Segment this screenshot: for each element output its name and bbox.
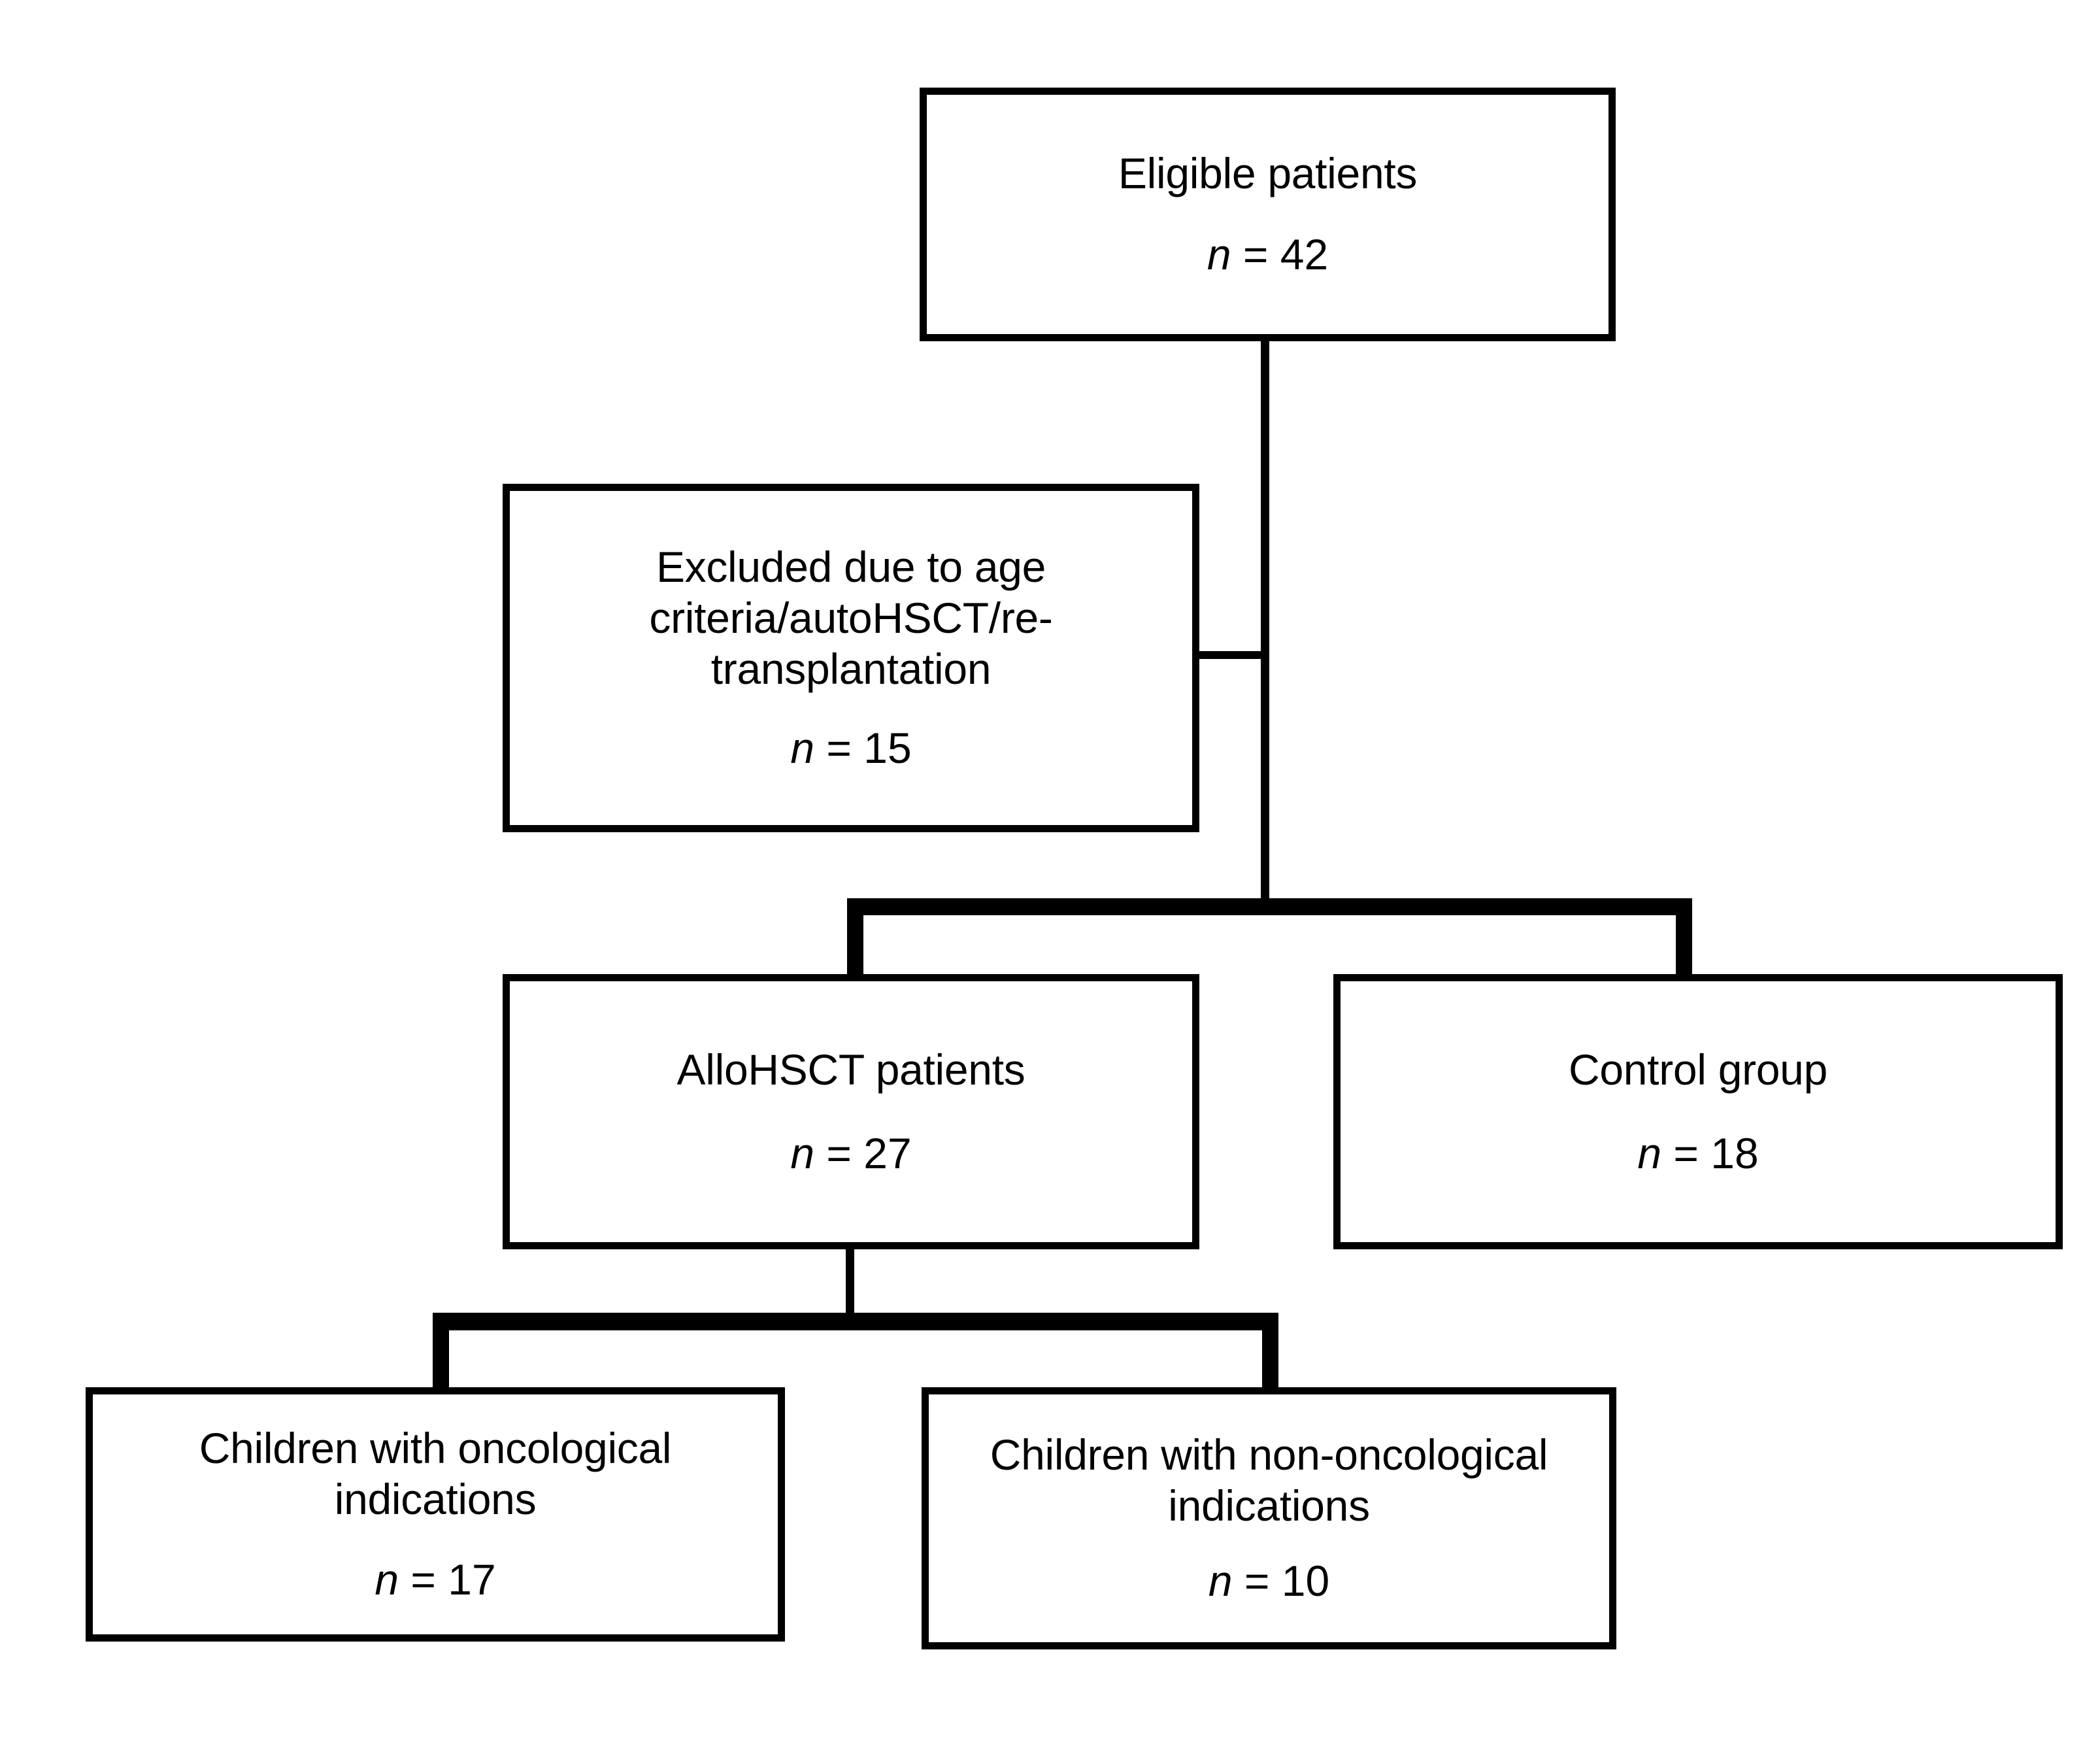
connector-drop-to-non-oncological bbox=[1262, 1313, 1278, 1390]
count-operator: = bbox=[1231, 230, 1280, 278]
node-excluded-patients: Excluded due to age criteria/autoHSCT/re… bbox=[503, 484, 1199, 832]
count-symbol-n: n bbox=[1637, 1128, 1662, 1177]
count-symbol-n: n bbox=[375, 1555, 399, 1604]
count-value: 27 bbox=[863, 1128, 912, 1177]
count-symbol-n: n bbox=[790, 724, 815, 773]
node-control-group-label: Control group bbox=[1569, 1045, 1827, 1094]
node-excluded-patients-count: n = 15 bbox=[790, 723, 911, 774]
node-children-non-oncological-label: Children with non-oncological indication… bbox=[990, 1430, 1548, 1530]
node-children-oncological-label: Children with oncological indications bbox=[199, 1423, 672, 1523]
connector-allohsct-to-split bbox=[846, 1249, 854, 1314]
node-allohsct-patients: AlloHSCT patients n = 27 bbox=[503, 974, 1199, 1249]
count-operator: = bbox=[399, 1555, 448, 1604]
node-eligible-patients-count: n = 42 bbox=[1207, 229, 1328, 280]
count-operator: = bbox=[1232, 1557, 1282, 1606]
count-operator: = bbox=[1661, 1128, 1711, 1177]
count-value: 17 bbox=[448, 1555, 496, 1604]
node-control-group: Control group n = 18 bbox=[1333, 974, 2063, 1249]
connector-drop-to-allohsct bbox=[847, 898, 863, 975]
connector-drop-to-oncological bbox=[433, 1313, 449, 1390]
count-symbol-n: n bbox=[1208, 1557, 1233, 1606]
connector-split-bar-upper bbox=[847, 898, 1692, 915]
node-eligible-patients-label: Eligible patients bbox=[1118, 149, 1418, 198]
node-control-group-count: n = 18 bbox=[1637, 1128, 1758, 1179]
connector-eligible-to-split bbox=[1261, 341, 1269, 903]
node-children-oncological-count: n = 17 bbox=[375, 1555, 495, 1606]
node-children-non-oncological-count: n = 10 bbox=[1208, 1556, 1329, 1607]
node-children-oncological: Children with oncological indications n … bbox=[86, 1387, 785, 1642]
count-value: 18 bbox=[1710, 1128, 1759, 1177]
count-operator: = bbox=[814, 724, 864, 773]
node-children-non-oncological: Children with non-oncological indication… bbox=[922, 1387, 1616, 1649]
node-allohsct-patients-label: AlloHSCT patients bbox=[676, 1045, 1025, 1094]
count-symbol-n: n bbox=[790, 1128, 815, 1177]
count-value: 42 bbox=[1280, 230, 1329, 278]
node-allohsct-patients-count: n = 27 bbox=[790, 1128, 911, 1179]
count-value: 15 bbox=[863, 724, 912, 773]
count-symbol-n: n bbox=[1207, 230, 1231, 278]
connector-drop-to-control-group bbox=[1676, 898, 1692, 975]
count-value: 10 bbox=[1281, 1557, 1330, 1606]
count-operator: = bbox=[814, 1128, 864, 1177]
node-eligible-patients: Eligible patients n = 42 bbox=[920, 88, 1616, 341]
connector-spine-to-excluded bbox=[1199, 651, 1264, 659]
connector-split-bar-lower bbox=[433, 1313, 1278, 1330]
node-excluded-patients-label: Excluded due to age criteria/autoHSCT/re… bbox=[649, 542, 1053, 693]
